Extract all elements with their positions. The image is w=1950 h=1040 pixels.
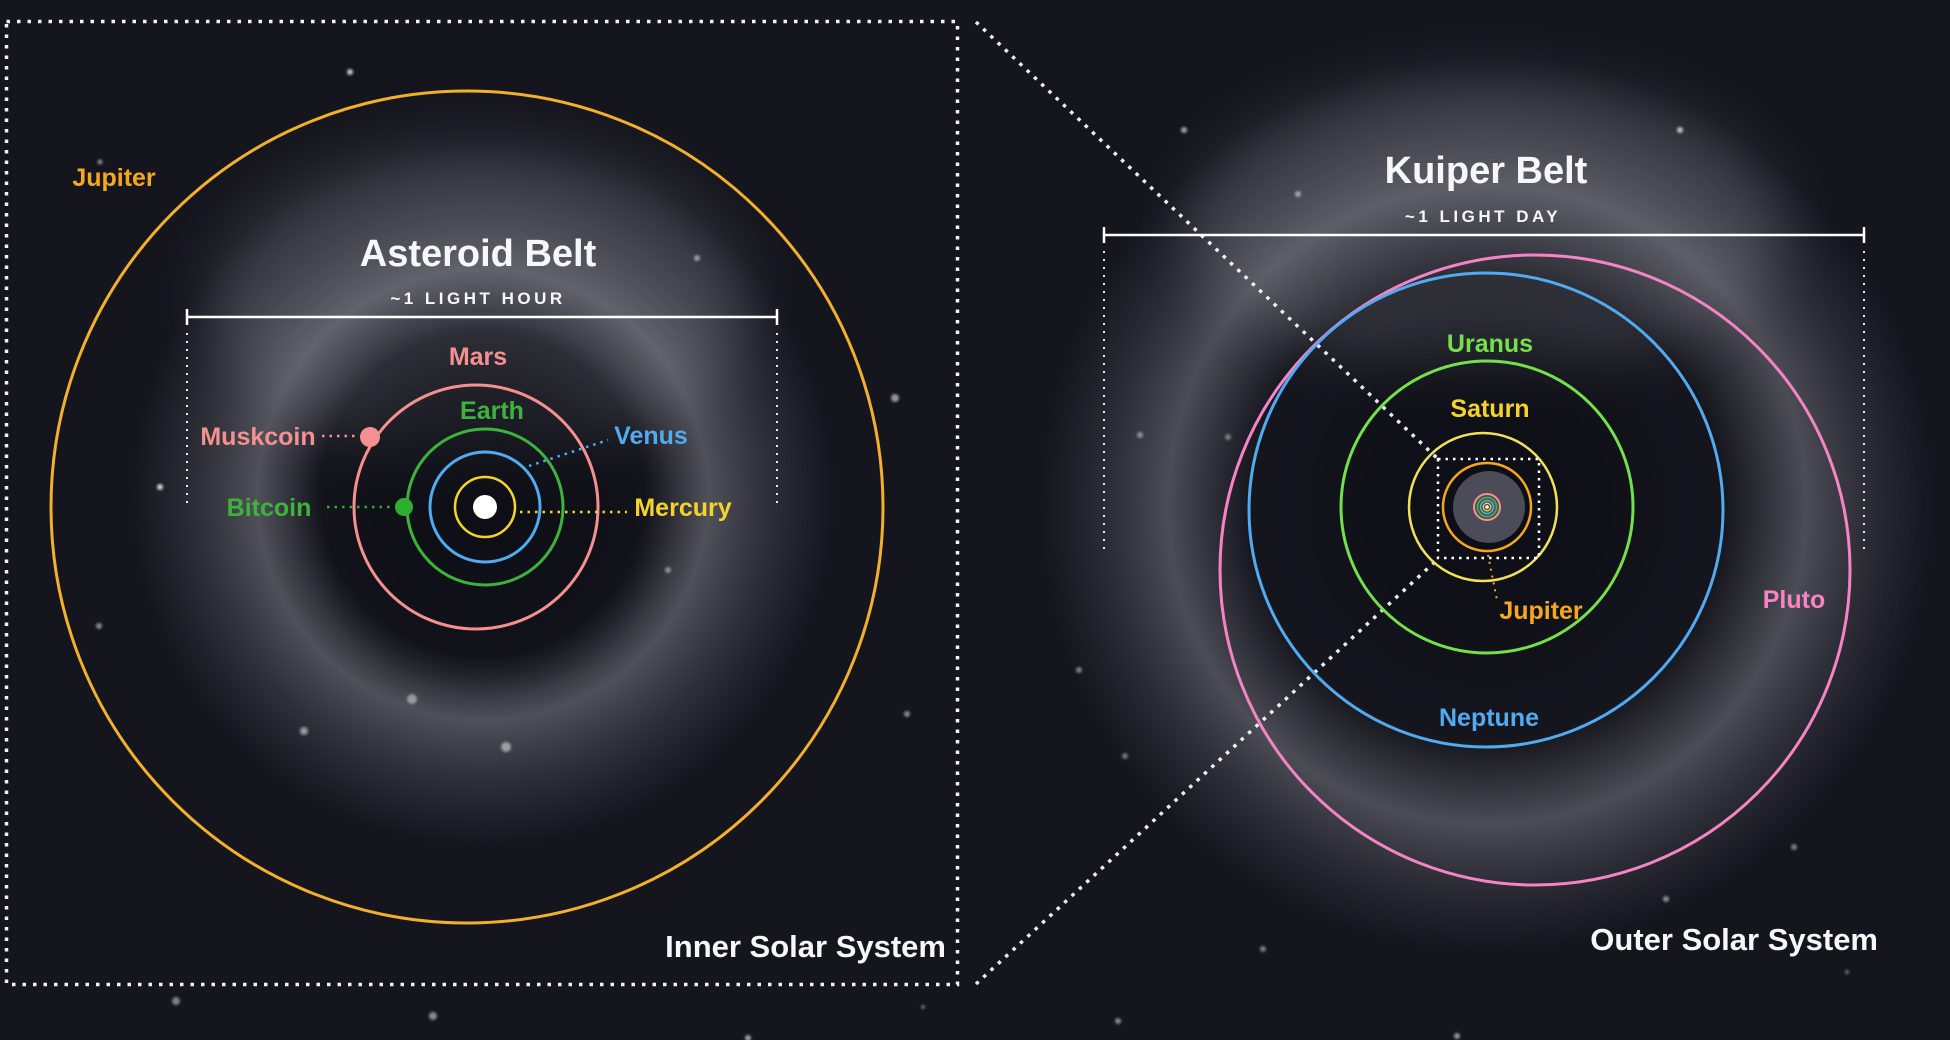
orbit-pluto (1218, 253, 1852, 887)
star (157, 484, 163, 490)
uranus-label: Uranus (1447, 330, 1533, 358)
inner-panel: Jupiter Mars Earth Venus Mercury Muskcoi… (4, 19, 960, 987)
star (407, 694, 417, 704)
star (1663, 896, 1669, 902)
orbit-mercury (453, 475, 517, 539)
earth-label: Earth (460, 397, 524, 425)
mini-orbit-earth (1476, 496, 1498, 518)
star (904, 711, 910, 717)
asteroid-belt-scale-bracket (185, 309, 779, 506)
outer-panel: Uranus Saturn Jupiter Neptune Pluto Kuip… (1102, 150, 1878, 957)
jupiter-outer-label: Jupiter (1499, 597, 1583, 625)
zoom-connector-bottom (974, 557, 1440, 986)
orbit-jupiter-small (1441, 461, 1533, 553)
star (1122, 753, 1128, 759)
neptune-label: Neptune (1439, 704, 1539, 732)
venus-label: Venus (614, 422, 688, 450)
star (1791, 844, 1797, 850)
star (1225, 434, 1231, 440)
outer-panel-corner-title: Outer Solar System (1590, 922, 1878, 957)
pluto-label: Pluto (1763, 586, 1826, 614)
orbit-mars (352, 383, 600, 631)
inner-panel-border (4, 19, 960, 987)
kuiper-belt-glow (1186, 75, 1786, 375)
inner-panel-corner-title: Inner Solar System (665, 929, 946, 964)
mars-label: Mars (449, 343, 507, 371)
kuiper-belt-scale-bracket (1102, 227, 1866, 555)
bitcoin-label: Bitcoin (227, 494, 312, 522)
muskcoin-label: Muskcoin (200, 423, 315, 451)
bitcoin-dot (395, 498, 413, 516)
star (501, 742, 511, 752)
star (921, 1005, 925, 1009)
star (1295, 191, 1301, 197)
venus-leader-line (528, 438, 609, 468)
kuiper-belt-title: Kuiper Belt (1385, 150, 1588, 192)
star (1677, 127, 1683, 133)
kuiper-belt-scale-label: ~1 LIGHT DAY (1405, 207, 1561, 226)
star (97, 159, 103, 165)
star (665, 567, 671, 573)
star (96, 623, 102, 629)
star (1115, 1018, 1121, 1024)
star (694, 255, 700, 261)
asteroid-belt-scale-label: ~1 LIGHT HOUR (390, 289, 565, 308)
mini-orbit-venus (1479, 499, 1495, 515)
orbit-saturn (1407, 431, 1559, 583)
mini-orbit-mercury (1482, 502, 1492, 512)
orbit-venus (428, 450, 542, 564)
star (745, 1035, 751, 1040)
jupiter-leader-line (1487, 554, 1498, 601)
jupiter-label: Jupiter (72, 164, 156, 192)
star (891, 394, 899, 402)
mini-inner-system (1453, 471, 1525, 543)
star (1076, 667, 1082, 673)
zoom-connectors (974, 20, 1440, 986)
orbit-jupiter (49, 89, 885, 925)
mini-orbit-mars (1473, 493, 1501, 521)
star (1454, 1033, 1460, 1039)
sun (473, 495, 497, 519)
star (300, 727, 308, 735)
star (1845, 970, 1849, 974)
star (429, 1012, 437, 1020)
mini-asteroid-haze (1453, 471, 1525, 543)
mercury-label: Mercury (634, 494, 731, 522)
muskcoin-dot (360, 427, 380, 447)
star (347, 69, 353, 75)
star (172, 997, 180, 1005)
saturn-label: Saturn (1450, 395, 1529, 423)
orbit-uranus (1339, 359, 1635, 655)
starfield (96, 69, 1849, 1040)
mini-sun (1485, 505, 1489, 509)
star (1260, 946, 1266, 952)
zoom-region-box (1436, 457, 1541, 560)
orbit-neptune (1247, 271, 1725, 749)
star (1137, 432, 1143, 438)
star (1181, 127, 1187, 133)
asteroid-belt-title: Asteroid Belt (360, 233, 597, 275)
